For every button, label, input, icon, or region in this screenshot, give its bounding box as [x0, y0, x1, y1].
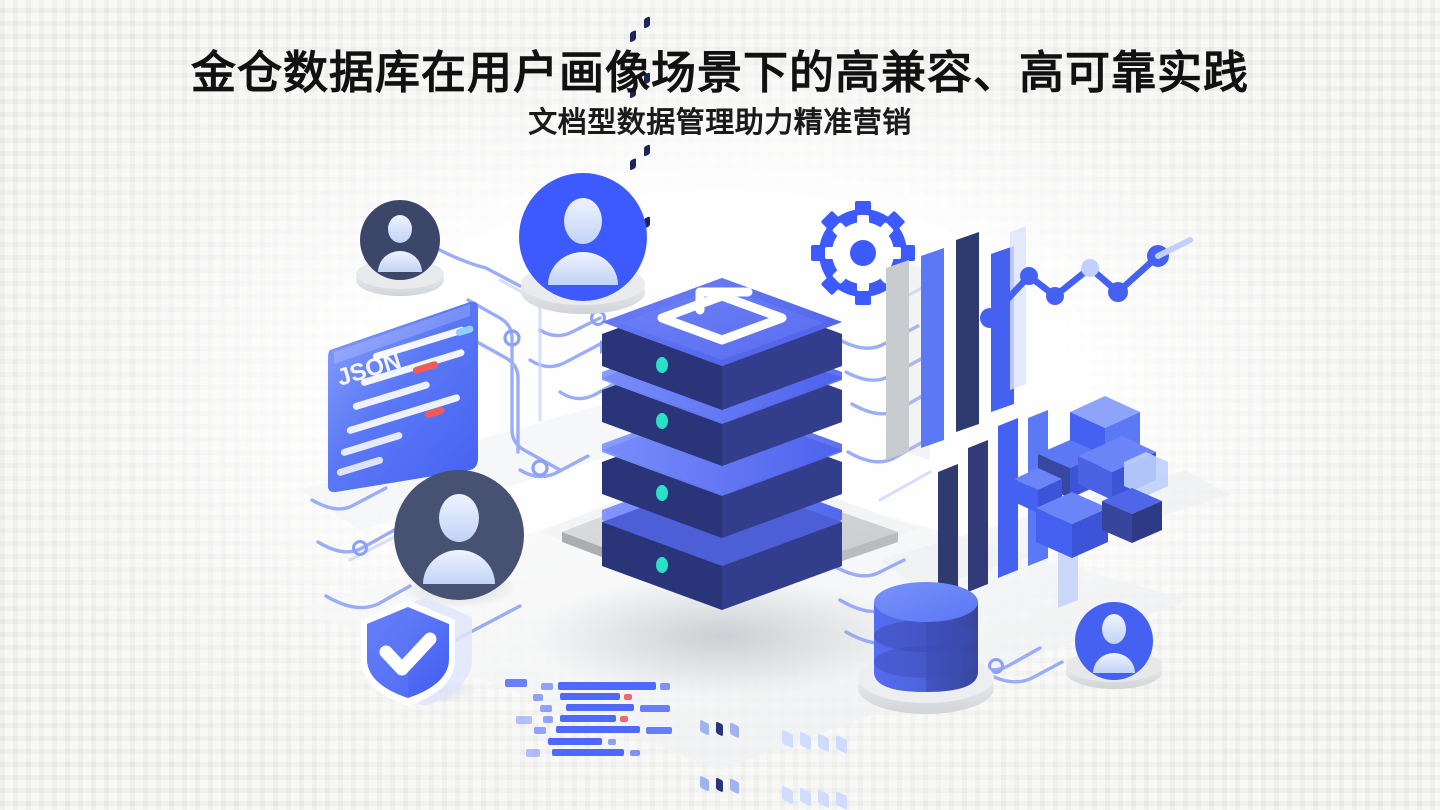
- avatar-glyph: [423, 494, 495, 584]
- database-cylinder-icon: [858, 582, 994, 714]
- status-led-1: [630, 16, 668, 373]
- bar-1: [938, 464, 958, 604]
- json-card: JSON: [328, 301, 478, 493]
- avatar-glyph: [548, 198, 618, 285]
- kingbase-logo: [657, 287, 787, 345]
- bar-1: [886, 260, 909, 460]
- bar-2: [968, 440, 988, 592]
- port-lights-1b: [700, 720, 739, 738]
- shield-check-icon: [361, 597, 477, 706]
- bar-3: [998, 418, 1018, 578]
- avatar-glyph: [378, 215, 422, 272]
- upper-bar-cluster: [886, 226, 1026, 460]
- avatar-small-top-left: [356, 200, 444, 296]
- status-led-3: [630, 144, 668, 501]
- cube-bottom-left: [1036, 492, 1108, 558]
- bar-3: [956, 232, 979, 432]
- line-markers: [980, 245, 1169, 328]
- trend-line-chart: [980, 237, 1193, 328]
- bar-4: [991, 246, 1014, 412]
- page-subtitle: 文档型数据管理助力精准营销: [528, 107, 912, 140]
- title-block: 金仓数据库在用户画像场景下的高兼容、高可靠实践 文档型数据管理助力精准营销: [0, 46, 1440, 141]
- code-snippet: [505, 679, 672, 757]
- avatar-small-right: [1066, 602, 1162, 689]
- avatar-glyph: [1093, 614, 1135, 673]
- cube-cluster-icon: [1014, 396, 1168, 558]
- cube-pale-right: [1124, 452, 1168, 496]
- kingbase-logo-accent: [734, 300, 766, 312]
- avatar-large-left: [394, 470, 524, 608]
- cube-bottom-right: [1102, 488, 1162, 543]
- page-title: 金仓数据库在用户画像场景下的高兼容、高可靠实践: [190, 47, 1249, 98]
- bar-2: [921, 248, 944, 448]
- json-code-lines: [336, 325, 474, 476]
- server-stack: [602, 16, 847, 810]
- avatar-large-top: [519, 173, 647, 314]
- server-layer-1: [602, 16, 847, 754]
- port-lights-2: [782, 786, 847, 810]
- bar-ghost: [1010, 226, 1026, 390]
- port-lights-1: [782, 730, 847, 754]
- status-led-2: [630, 72, 668, 429]
- port-lights-2b: [700, 776, 739, 794]
